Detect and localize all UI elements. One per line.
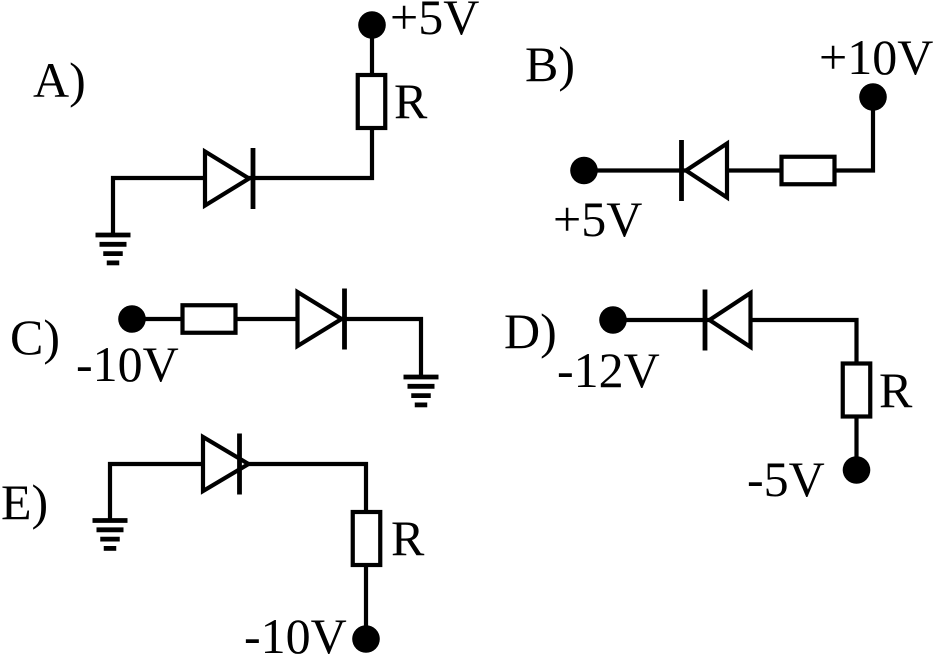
circuit-D-supply-label-minus5v: -5V: [747, 451, 825, 507]
circuit-B-wire: [834, 97, 876, 173]
circuit-D-terminal-minus5v: [842, 456, 871, 484]
circuit-B-resistor: [779, 154, 837, 187]
circuit-C-label: C): [10, 309, 60, 365]
circuit-D-label: D): [504, 303, 557, 359]
circuit-B-diode-triangle: [682, 139, 730, 202]
circuit-E-diode-triangle: [200, 433, 253, 495]
circuit-D-diode-triangle: [705, 289, 753, 351]
circuit-E-label: E): [1, 474, 48, 530]
circuit-E-terminal-minus10v: [352, 625, 380, 653]
circuit-D-wire: [613, 317, 859, 367]
circuit-C-diode-triangle: [295, 288, 346, 350]
circuit-A-supply-label-plus5v: +5V: [390, 0, 479, 45]
circuit-C-terminal-minus10v: [118, 305, 146, 333]
circuit-B-supply-label-plus5v: +5V: [553, 191, 642, 247]
circuit-D-supply-label-minus12v: -12V: [557, 342, 660, 398]
circuit-B-supply-label-plus10v: +10V: [819, 29, 933, 85]
circuit-A-terminal-plus5v: [358, 11, 386, 39]
circuit-A-label: A): [33, 52, 86, 108]
circuit-E-resistor-label-r: R: [391, 510, 425, 566]
circuit-B-terminal-plus10v: [859, 83, 887, 111]
circuit-B-label: B): [525, 36, 575, 92]
circuit-D-resistor: [840, 361, 873, 419]
circuit-B-terminal-plus5v: [570, 156, 598, 185]
circuit-E-resistor: [350, 509, 383, 568]
circuit-D-resistor-label-r: R: [879, 362, 913, 418]
circuit-C-resistor: [180, 303, 238, 335]
circuit-C-supply-label-minus10v: -10V: [76, 336, 179, 392]
circuit-A-resistor: [355, 72, 388, 131]
circuit-A-resistor-label-r: R: [394, 73, 428, 129]
circuit-E-supply-label-minus10v: -10V: [244, 608, 347, 656]
circuit-D-terminal-minus12v: [599, 306, 627, 334]
circuit-A-diode-triangle: [202, 147, 254, 210]
